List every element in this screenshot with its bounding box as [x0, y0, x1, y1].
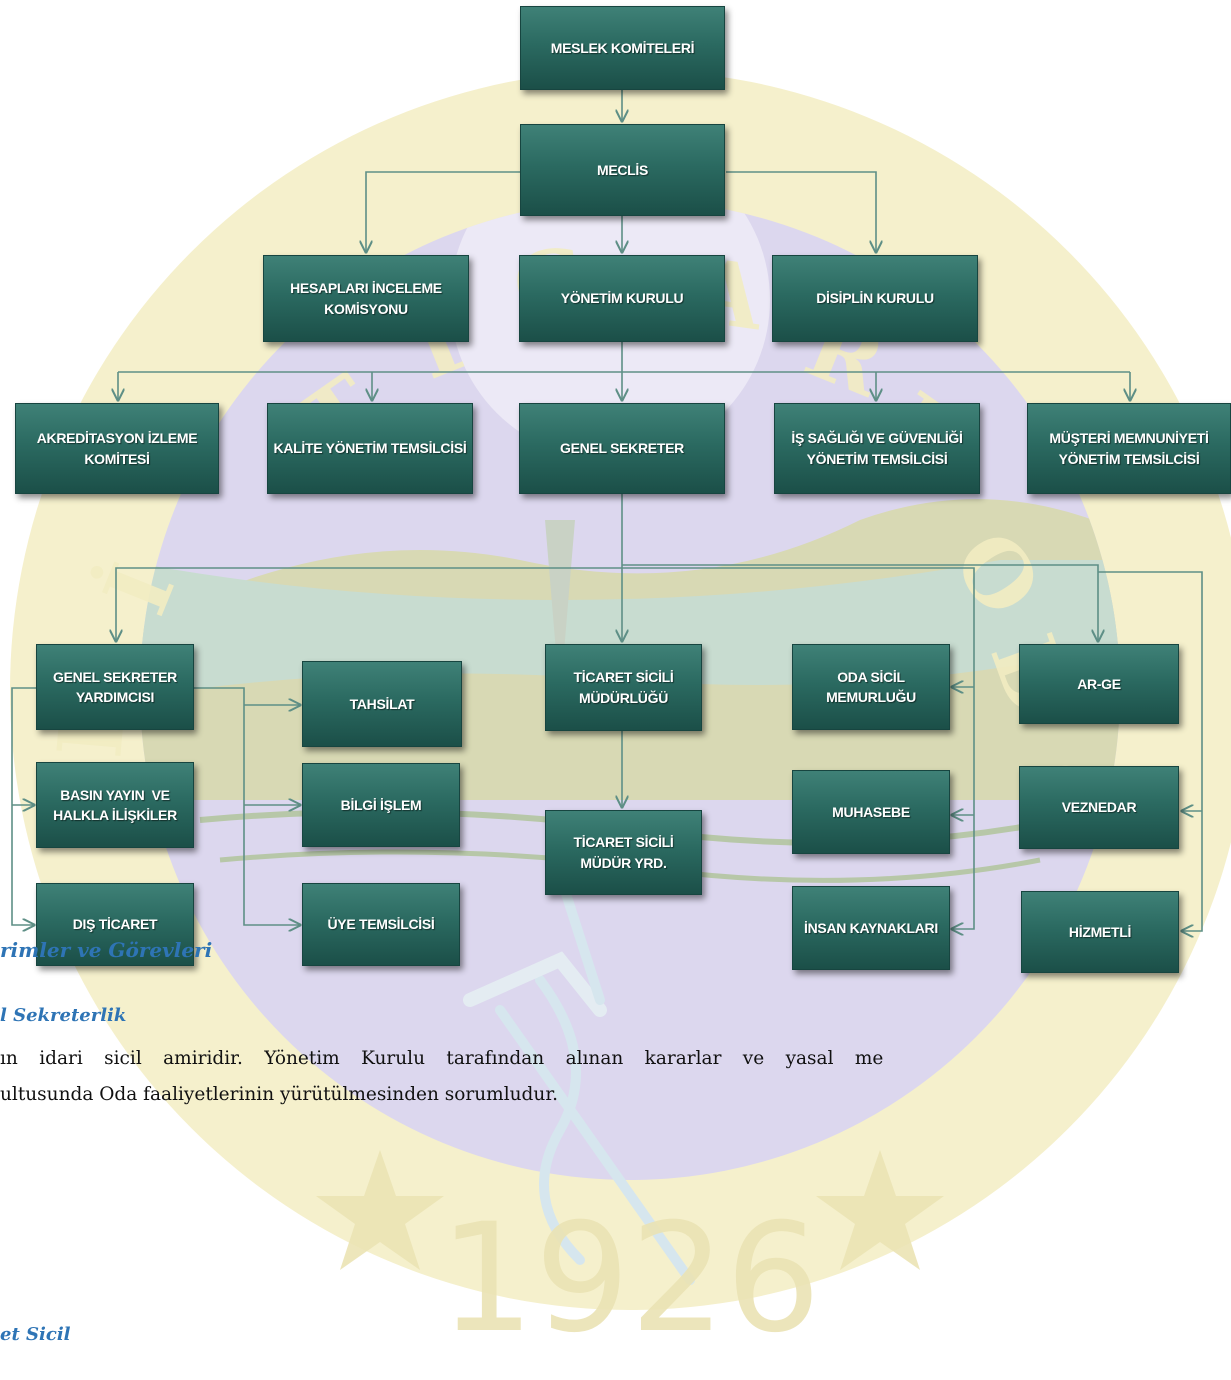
node-label-line1: TİCARET SİCİLİ [573, 669, 674, 686]
section-heading-general-secretariat: l Sekreterlik [0, 1005, 127, 1026]
node-basin-yayin-halkla-iliskiler: BASIN YAYIN VE HALKLA İLİŞKİLER [36, 762, 194, 848]
node-label-line2: HALKLA İLİŞKİLER [53, 807, 177, 823]
emblem-year: 1926 [439, 1192, 821, 1366]
node-label-line1: İŞ SAĞLIĞI VE GÜVENLİĞİ [791, 430, 963, 447]
node-label: AR-GE [1077, 675, 1121, 692]
node-label: GENEL SEKRETER [560, 440, 684, 457]
node-ticaret-sicili-mudurlugu: TİCARET SİCİLİ MÜDÜRLÜĞÜ [545, 644, 702, 731]
node-label-line2: MÜDÜRLÜĞÜ [578, 689, 669, 706]
node-label: HİZMETLİ [1068, 923, 1132, 940]
node-label: İNSAN KAYNAKLARI [804, 919, 938, 936]
node-yonetim-kurulu: YÖNETİM KURULU [519, 255, 725, 342]
node-label-line2: KOMİSYONU [324, 300, 408, 317]
node-label-line2: YÖNETİM TEMSİLCİSİ [1058, 450, 1200, 467]
node-ar-ge: AR-GE [1019, 644, 1179, 724]
node-label-line2: MEMURLUĞU [826, 689, 916, 705]
node-genel-sekreter: GENEL SEKRETER [519, 403, 725, 494]
node-label-line1: AKREDİTASYON İZLEME [36, 430, 198, 447]
paragraph-line-1: ın idari sicil amiridir. Yönetim Kurulu … [0, 1048, 884, 1069]
section-heading-units-duties: rimler ve Görevleri [0, 938, 213, 962]
node-label: MECLİS [596, 161, 649, 178]
node-label-line1: HESAPLARI İNCELEME [290, 280, 442, 297]
star-icon [316, 1150, 944, 1270]
node-label-line1: BASIN YAYIN VE [60, 786, 170, 803]
node-label-line2: YÖNETİM TEMSİLCİSİ [806, 450, 948, 467]
node-label-line1: MÜŞTERİ MEMNUNİYETİ [1049, 430, 1209, 447]
node-muhasebe: MUHASEBE [792, 770, 950, 854]
emblem-pine-tree [545, 520, 575, 700]
caduceus-icon [463, 870, 695, 1285]
node-label-line2: MÜDÜR YRD. [580, 854, 667, 871]
node-ticaret-sicili-mudur-yrd: TİCARET SİCİLİ MÜDÜR YRD. [545, 810, 702, 895]
node-label-line2: YARDIMCISI [75, 689, 155, 705]
node-label: DİSİPLİN KURULU [816, 290, 934, 307]
node-label: BİLGİ İŞLEM [340, 796, 422, 813]
node-akreditasyon-izleme-komitesi: AKREDİTASYON İZLEME KOMİTESİ [15, 403, 219, 494]
node-label-line1: GENEL SEKRETER [53, 668, 177, 685]
node-meslek-komiteleri: MESLEK KOMİTELERİ [520, 6, 725, 90]
node-musteri-memnuniyeti: MÜŞTERİ MEMNUNİYETİ YÖNETİM TEMSİLCİSİ [1027, 403, 1231, 494]
node-hizmetli: HİZMETLİ [1021, 891, 1179, 973]
node-label: ÜYE TEMSİLCİSİ [327, 916, 435, 933]
node-label: TAHSİLAT [349, 695, 415, 712]
node-label-line2: KOMİTESİ [84, 450, 150, 467]
node-label: DIŞ TİCARET [72, 916, 158, 933]
node-bilgi-islem: BİLGİ İŞLEM [302, 763, 460, 847]
node-label: YÖNETİM KURULU [560, 290, 684, 307]
node-tahsilat: TAHSİLAT [302, 661, 462, 747]
node-label: VEZNEDAR [1061, 799, 1137, 816]
node-genel-sekreter-yardimcisi: GENEL SEKRETER YARDIMCISI [36, 644, 194, 730]
node-label-line1: ODA SİCİL [837, 668, 905, 685]
node-hesaplari-inceleme-komisyonu: HESAPLARI İNCELEME KOMİSYONU [263, 255, 469, 342]
node-dis-ticaret: DIŞ TİCARET [36, 883, 194, 966]
node-label: MUHASEBE [832, 803, 910, 820]
node-oda-sicil-memurlugu: ODA SİCİL MEMURLUĞU [792, 644, 950, 730]
node-disiplin-kurulu: DİSİPLİN KURULU [772, 255, 978, 342]
node-is-sagligi-guvenligi: İŞ SAĞLIĞI VE GÜVENLİĞİ YÖNETİM TEMSİLCİS… [774, 403, 980, 494]
node-kalite-yonetim-temsilcisi: KALİTE YÖNETİM TEMSİLCİSİ [267, 403, 473, 494]
node-insan-kaynaklari: İNSAN KAYNAKLARI [792, 886, 950, 970]
node-label: KALİTE YÖNETİM TEMSİLCİSİ [273, 440, 467, 457]
node-veznedar: VEZNEDAR [1019, 766, 1179, 849]
paragraph-line-2: ultusunda Oda faaliyetlerinin yürütülmes… [0, 1084, 559, 1105]
node-label: MESLEK KOMİTELERİ [550, 39, 695, 56]
node-meclis: MECLİS [520, 124, 725, 216]
section-heading-trade-registry: et Sicil [0, 1324, 71, 1345]
node-label-line1: TİCARET SİCİLİ [573, 834, 674, 851]
node-uye-temsilcisi: ÜYE TEMSİLCİSİ [302, 883, 460, 966]
